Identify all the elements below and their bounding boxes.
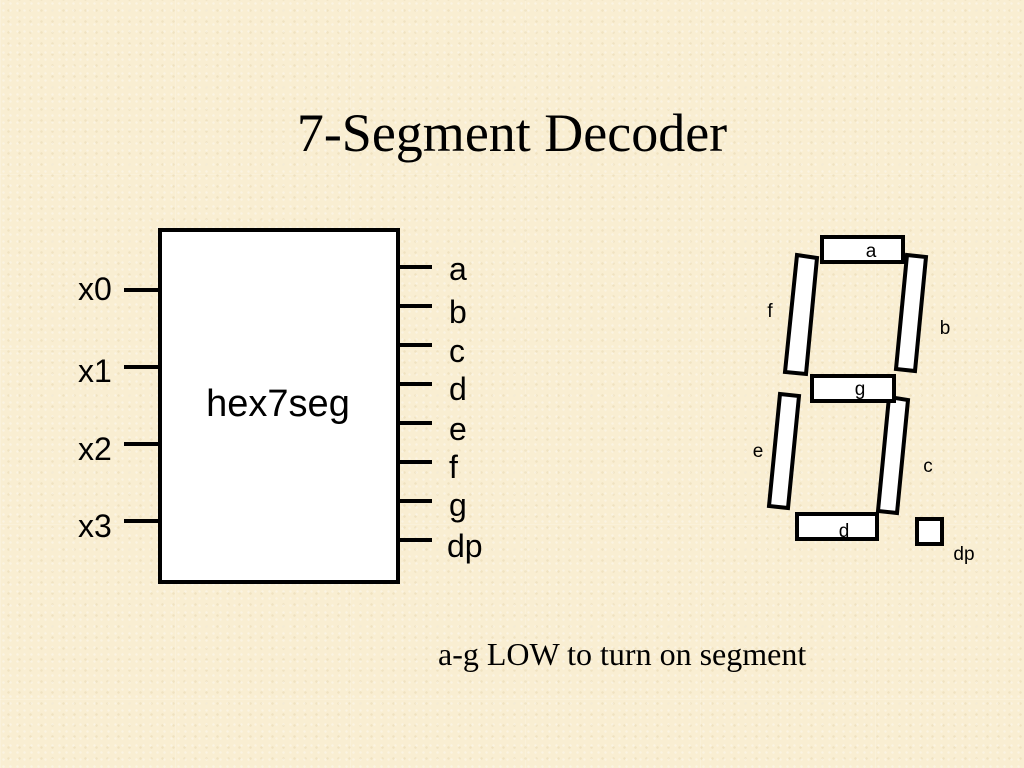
segment-d — [795, 512, 879, 541]
segment-g — [810, 374, 896, 403]
segment-f — [782, 252, 820, 377]
input-label-x2: x2 — [78, 431, 112, 467]
segment-label-d: d — [839, 521, 850, 542]
segment-label-a: a — [866, 241, 877, 262]
input-label-x3: x3 — [78, 508, 112, 544]
segment-label-f: f — [767, 301, 773, 322]
output-label-g: g — [449, 487, 467, 523]
segment-c — [875, 394, 911, 516]
decoder-block — [158, 228, 400, 584]
output-label-f: f — [449, 449, 458, 485]
output-label-e: e — [449, 411, 467, 447]
caption: a-g LOW to turn on segment — [438, 636, 807, 672]
seven-segment-display: a b c d e f g dp — [753, 235, 975, 565]
slide-title: 7-Segment Decoder — [296, 103, 728, 163]
output-label-b: b — [449, 294, 467, 330]
input-label-x1: x1 — [78, 353, 112, 389]
output-label-d: d — [449, 371, 467, 407]
input-label-x0: x0 — [78, 271, 112, 307]
segment-a — [820, 235, 905, 264]
decoder-block-name: hex7seg — [206, 383, 350, 425]
output-label-dp: dp — [447, 528, 483, 564]
segment-label-e: e — [753, 441, 764, 462]
segment-label-g: g — [855, 379, 866, 400]
segment-b — [893, 252, 929, 374]
segment-dp — [915, 517, 944, 546]
segment-label-dp: dp — [953, 544, 974, 565]
segment-label-b: b — [940, 318, 951, 339]
segment-label-c: c — [923, 456, 933, 477]
segment-e — [766, 391, 802, 511]
output-label-a: a — [449, 251, 467, 287]
output-label-c: c — [449, 333, 465, 369]
